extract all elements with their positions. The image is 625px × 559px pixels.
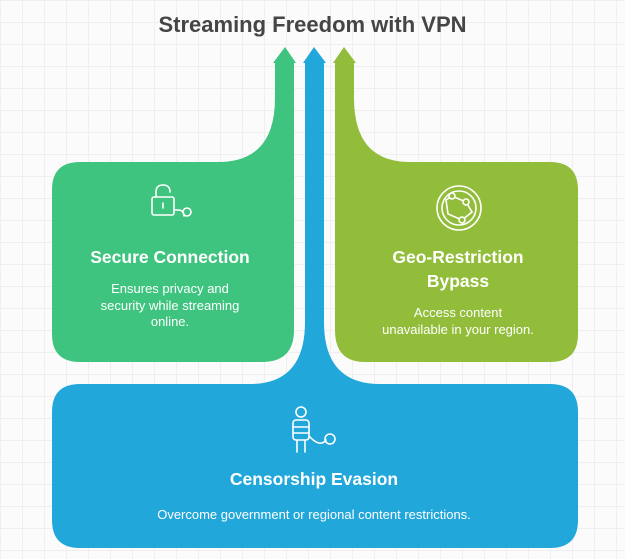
secure-connection-arrowhead [273, 47, 296, 63]
secure-connection-shape [52, 62, 294, 362]
geo-restriction-line: Access content [413, 305, 503, 320]
secure-connection-description: Ensures privacy and security while strea… [62, 281, 278, 331]
censorship-evasion-arrowhead [303, 47, 326, 63]
geo-restriction-line: unavailable in your region. [382, 321, 534, 337]
open-padlock-icon [151, 184, 192, 217]
secure-connection-card: Secure Connection Ensures privacy and se… [62, 245, 278, 331]
geo-restriction-heading-line: Bypass [426, 271, 490, 291]
geo-restriction-arrowhead [333, 47, 356, 63]
geo-restriction-description: Access content unavailable in your regio… [350, 305, 566, 338]
geo-restriction-shape [335, 62, 578, 362]
secure-connection-heading: Secure Connection [90, 247, 250, 267]
secure-connection-line: online. [150, 314, 190, 329]
person-chained-icon [292, 406, 336, 453]
secure-connection-line: Ensures privacy and [111, 281, 229, 296]
geo-restriction-heading: Geo-Restriction Bypass [350, 245, 566, 293]
censorship-evasion-card: Censorship Evasion Overcome government o… [62, 467, 566, 524]
censorship-evasion-shape [52, 62, 578, 548]
diagram-title: Streaming Freedom with VPN [158, 12, 467, 37]
globe-network-icon [436, 185, 482, 231]
geo-restriction-card: Geo-Restriction Bypass Access content un… [350, 245, 566, 338]
secure-connection-line: security while streaming [100, 297, 240, 313]
geo-restriction-heading-line: Geo-Restriction [392, 247, 524, 267]
censorship-evasion-description: Overcome government or regional content … [157, 507, 471, 522]
censorship-evasion-heading: Censorship Evasion [229, 469, 399, 489]
